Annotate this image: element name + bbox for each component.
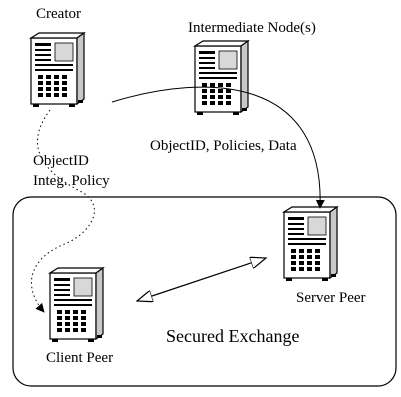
client-peer-label: Client Peer bbox=[46, 350, 113, 366]
tower-server-icon bbox=[49, 267, 104, 343]
edge-label-policies: ObjectID, Policies, Data bbox=[150, 138, 297, 154]
creator-node: Creator bbox=[30, 6, 85, 108]
edge-intermediate-to-server bbox=[111, 86, 325, 209]
server-peer-node: Server Peer bbox=[283, 206, 366, 306]
secured-exchange-region bbox=[12, 196, 397, 387]
edge-label-objectid: ObjectID bbox=[33, 153, 89, 169]
edge-creator-to-client bbox=[30, 109, 95, 313]
tower-server-icon bbox=[194, 40, 249, 116]
server-peer-label: Server Peer bbox=[296, 290, 366, 306]
creator-label: Creator bbox=[36, 6, 81, 22]
region-label: Secured Exchange bbox=[166, 326, 299, 346]
edge-secured-exchange bbox=[137, 258, 266, 301]
tower-server-icon bbox=[30, 32, 85, 108]
edge-label-integ-policy: Integ. Policy bbox=[33, 173, 110, 189]
client-peer-node: Client Peer bbox=[46, 267, 113, 366]
intermediate-label: Intermediate Node(s) bbox=[188, 20, 316, 36]
intermediate-node: Intermediate Node(s) bbox=[188, 20, 316, 116]
tower-server-icon bbox=[283, 206, 338, 282]
